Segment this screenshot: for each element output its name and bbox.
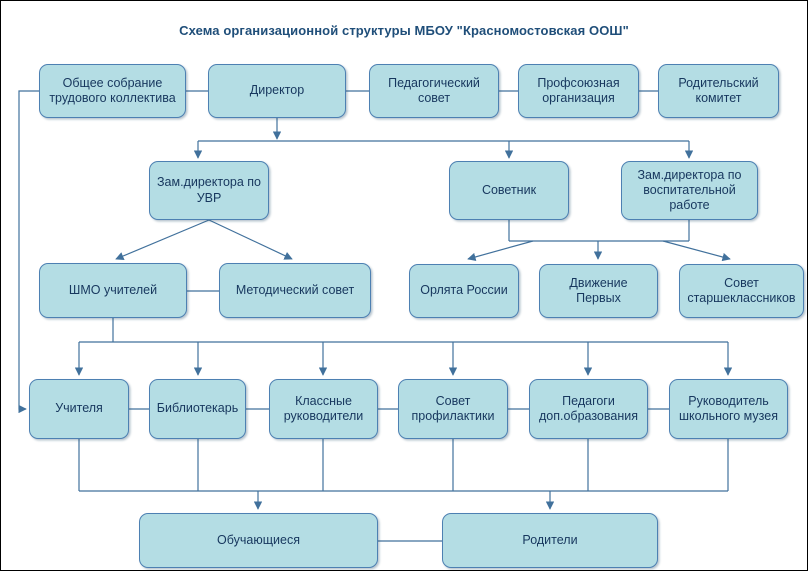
node-librarian: Библиотекарь bbox=[149, 379, 246, 439]
node-teachers: Учителя bbox=[29, 379, 129, 439]
node-parent-committee: Родительский комитет bbox=[658, 64, 779, 118]
node-prevention-council: Совет профилактики bbox=[398, 379, 508, 439]
node-methodical-council: Методический совет bbox=[219, 263, 371, 318]
node-class-teachers: Классные руководители bbox=[269, 379, 378, 439]
node-deputy-uvr: Зам.директора по УВР bbox=[149, 161, 269, 220]
node-museum-head: Руководитель школьного музея bbox=[669, 379, 788, 439]
node-deputy-vr: Зам.директора по воспитательной работе bbox=[621, 161, 758, 220]
node-pedagogical-council: Педагогический совет bbox=[369, 64, 499, 118]
node-director: Директор bbox=[208, 64, 346, 118]
node-students: Обучающиеся bbox=[139, 513, 378, 568]
node-senior-council: Совет старшеклассников bbox=[679, 264, 804, 318]
node-parents: Родители bbox=[442, 513, 658, 568]
node-general-assembly: Общее собрание трудового коллектива bbox=[39, 64, 186, 118]
node-advisor: Советник bbox=[449, 161, 569, 220]
node-trade-union: Профсоюзная организация bbox=[518, 64, 639, 118]
node-extra-education-teachers: Педагоги доп.образования bbox=[529, 379, 648, 439]
diagram-title: Схема организационной структуры МБОУ "Кр… bbox=[179, 23, 629, 38]
node-dvizhenie-pervykh: Движение Первых bbox=[539, 264, 658, 318]
node-shmo-teachers: ШМО учителей bbox=[39, 263, 187, 318]
node-orlyata-rossii: Орлята России bbox=[409, 264, 519, 318]
